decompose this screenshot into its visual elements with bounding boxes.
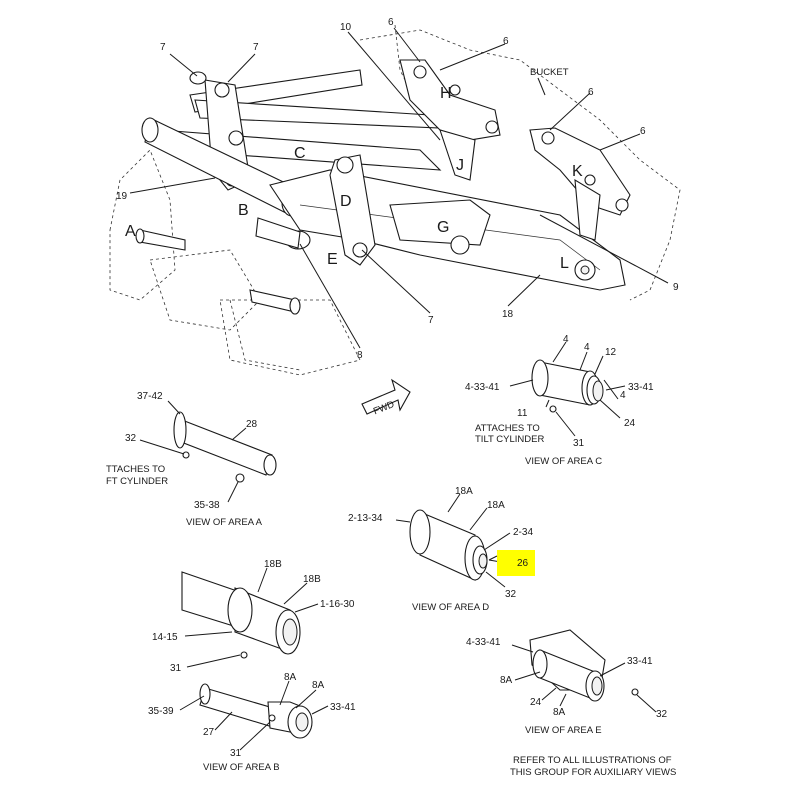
view-a-callout-32: 32 [125,433,137,444]
view-e-caption: VIEW OF AREA E [525,725,602,736]
callout-6-a: 6 [388,17,394,28]
view-c-callout-24: 24 [624,418,636,429]
view-c-callout-11: 11 [517,408,528,419]
machine-frame-outline [109,24,681,376]
area-letter-l: L [560,255,569,272]
callout-7-left: 7 [160,42,166,53]
view-a-callout-37-42: 37-42 [137,391,163,402]
view-e-callout-8a-a: 8A [500,675,513,686]
callout-6-c: 6 [588,87,594,98]
area-letter-g: G [437,219,449,236]
view-c-note-1: ATTACHES TO [475,423,540,434]
fwd-arrow: FWD [361,378,411,417]
callout-18: 18 [502,309,514,320]
view-b-callout-14-15: 14-15 [152,632,178,643]
view-area-c [509,341,626,437]
view-area-a [139,400,277,503]
view-e-callout-8a-b: 8A [553,707,566,718]
main-callout-leaders [129,27,669,349]
view-d-callout-18a-b: 18A [487,500,505,511]
view-c-callout-4-c: 4 [620,390,626,401]
view-b-callout-27: 27 [203,727,215,738]
view-b-callout-1-16-30: 1-16-30 [320,599,355,610]
highlight-marker [497,550,535,576]
view-c-callout-4-33-41: 4-33-41 [465,382,500,393]
view-a-callout-28: 28 [246,419,258,430]
view-c-callout-31: 31 [573,438,585,449]
callout-6-b: 6 [503,36,509,47]
view-b-callout-31-b: 31 [230,748,242,759]
view-area-d [395,493,514,588]
view-d-callout-2-13-34: 2-13-34 [348,513,383,524]
view-c-callout-4-a: 4 [563,334,569,345]
callout-10: 10 [340,22,352,33]
footer-note-line-1: REFER TO ALL ILLUSTRATIONS OF [513,755,672,766]
area-letter-b: B [238,202,249,219]
view-b-callout-8a-b: 8A [312,680,325,691]
view-d-callout-32: 32 [505,589,517,600]
callout-7-bottom: 7 [428,315,434,326]
view-b-callout-18b-a: 18B [264,559,282,570]
footer-note-line-2: THIS GROUP FOR AUXILIARY VIEWS [510,767,676,778]
area-letter-d: D [340,193,352,210]
pin-a [135,228,186,251]
view-a-note-2: FT CYLINDER [106,476,168,487]
pin-e [249,217,301,315]
callout-9: 9 [673,282,679,293]
view-a-caption: VIEW OF AREA A [186,517,263,528]
view-b-callout-8a-a: 8A [284,672,297,683]
callout-6-d: 6 [640,126,646,137]
view-b-callout-18b-b: 18B [303,574,321,585]
bellcrank-d [329,154,491,266]
view-d-callout-18a-a: 18A [455,486,473,497]
area-letter-j: J [456,157,464,174]
view-b-callout-35-39: 35-39 [148,706,174,717]
view-e-callout-33-41: 33-41 [627,656,653,667]
callout-8: 8 [357,350,363,361]
area-letter-e: E [327,251,338,268]
view-b-caption: VIEW OF AREA B [203,762,280,773]
view-c-caption: VIEW OF AREA C [525,456,602,467]
view-e-callout-24: 24 [530,697,542,708]
view-a-callout-35-38: 35-38 [194,500,220,511]
view-d-caption: VIEW OF AREA D [412,602,489,613]
k-link [529,127,631,241]
view-d-callout-26-highlighted: 26 [517,558,529,569]
callout-7-right: 7 [253,42,259,53]
view-b-callout-33-41: 33-41 [330,702,356,713]
view-b-callout-31-a: 31 [170,663,182,674]
area-letter-c: C [294,145,306,162]
callout-19: 19 [116,191,128,202]
bucket-label: BUCKET [530,67,569,78]
view-c-callout-12: 12 [605,347,617,358]
view-c-callout-33-41: 33-41 [628,382,654,393]
view-c-callout-4-b: 4 [584,342,590,353]
view-area-e [511,629,657,713]
area-letter-h: H [440,85,452,102]
h-link [399,59,501,181]
view-d-callout-2-34: 2-34 [513,527,533,538]
area-letter-k: K [572,163,583,180]
view-c-note-2: TILT CYLINDER [475,434,544,445]
view-a-note-1: TTACHES TO [106,464,165,475]
view-e-callout-4-33-41: 4-33-41 [466,637,501,648]
view-area-b [179,567,329,751]
view-e-callout-32: 32 [656,709,668,720]
area-letter-a: A [125,223,136,240]
